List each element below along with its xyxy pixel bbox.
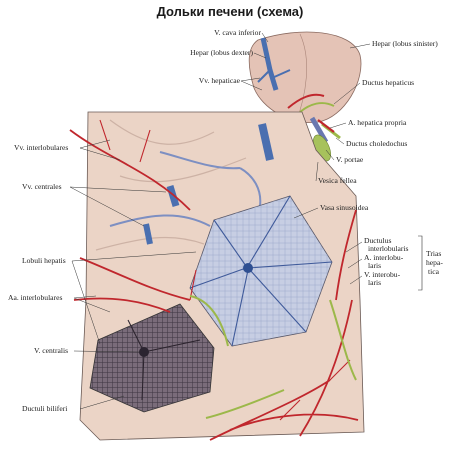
page-title: Дольки печени (схема)	[156, 4, 304, 19]
vein-central-left	[143, 223, 153, 245]
hepatic-duct-overview	[299, 102, 335, 113]
label-lobuli-hepatis: Lobuli hepatis	[22, 256, 66, 265]
central-vein-upper-lobule	[243, 263, 253, 273]
label-v-interlobularis-2: laris	[368, 278, 381, 287]
label-a-interlobularis-2: laris	[368, 261, 381, 270]
bile-ducts	[189, 295, 357, 419]
label-ductus-hepaticus: Ductus hepaticus	[362, 78, 414, 87]
label-vv-interlobulares: Vv. interlobulares	[14, 143, 68, 152]
label-ductuli-biliferi: Ductuli biliferi	[22, 404, 67, 413]
trias-bracket	[418, 235, 423, 291]
label-vv-centrales: Vv. centrales	[22, 182, 62, 191]
hepatic-artery-overview	[287, 93, 325, 109]
label-a-hepatica-propria: A. hepatica propria	[348, 118, 407, 127]
vein-central-middle	[166, 184, 180, 208]
label-vv-hepaticae: Vv. hepaticae	[199, 76, 241, 85]
label-hepar-lobus-dexter: Hepar (lobus dexter)	[190, 48, 253, 57]
label-v-centralis: V. centralis	[34, 346, 68, 355]
liver-lobe-shape	[248, 31, 362, 123]
label-a-interlobularis-1: A. interlobu-	[364, 253, 404, 262]
labels: V. cava inferior Hepar (lobus dexter) He…	[8, 28, 443, 413]
label-ductulus-interlobularis-2: interlobularis	[368, 244, 409, 253]
label-trias-3: tica	[428, 267, 440, 276]
central-vein-lower-lobule	[139, 347, 149, 357]
label-v-interlobularis-1: V. interobu-	[364, 270, 401, 279]
label-aa-interlobulares: Aa. interlobulares	[8, 293, 62, 302]
magnified-block	[69, 111, 365, 441]
arteries-interlobular	[69, 129, 359, 441]
label-vesica-fellea: Vesica fellea	[318, 176, 357, 185]
label-v-portae: V. portae	[336, 155, 364, 164]
label-ductulus-interlobularis-1: Ductulus	[364, 236, 391, 245]
label-trias-2: hepa-	[426, 258, 443, 267]
veins-interlobular	[109, 151, 262, 227]
vein-central-upper	[258, 123, 274, 161]
label-trias-1: Trias	[426, 249, 441, 258]
label-ductus-choledochus: Ductus choledochus	[346, 139, 407, 148]
label-hepar-lobus-sinister: Hepar (lobus sinister)	[372, 39, 438, 48]
label-vasa-sinusoidea: Vasa sinusoidea	[320, 203, 369, 212]
label-v-cava-inferior: V. cava inferior	[214, 28, 261, 37]
